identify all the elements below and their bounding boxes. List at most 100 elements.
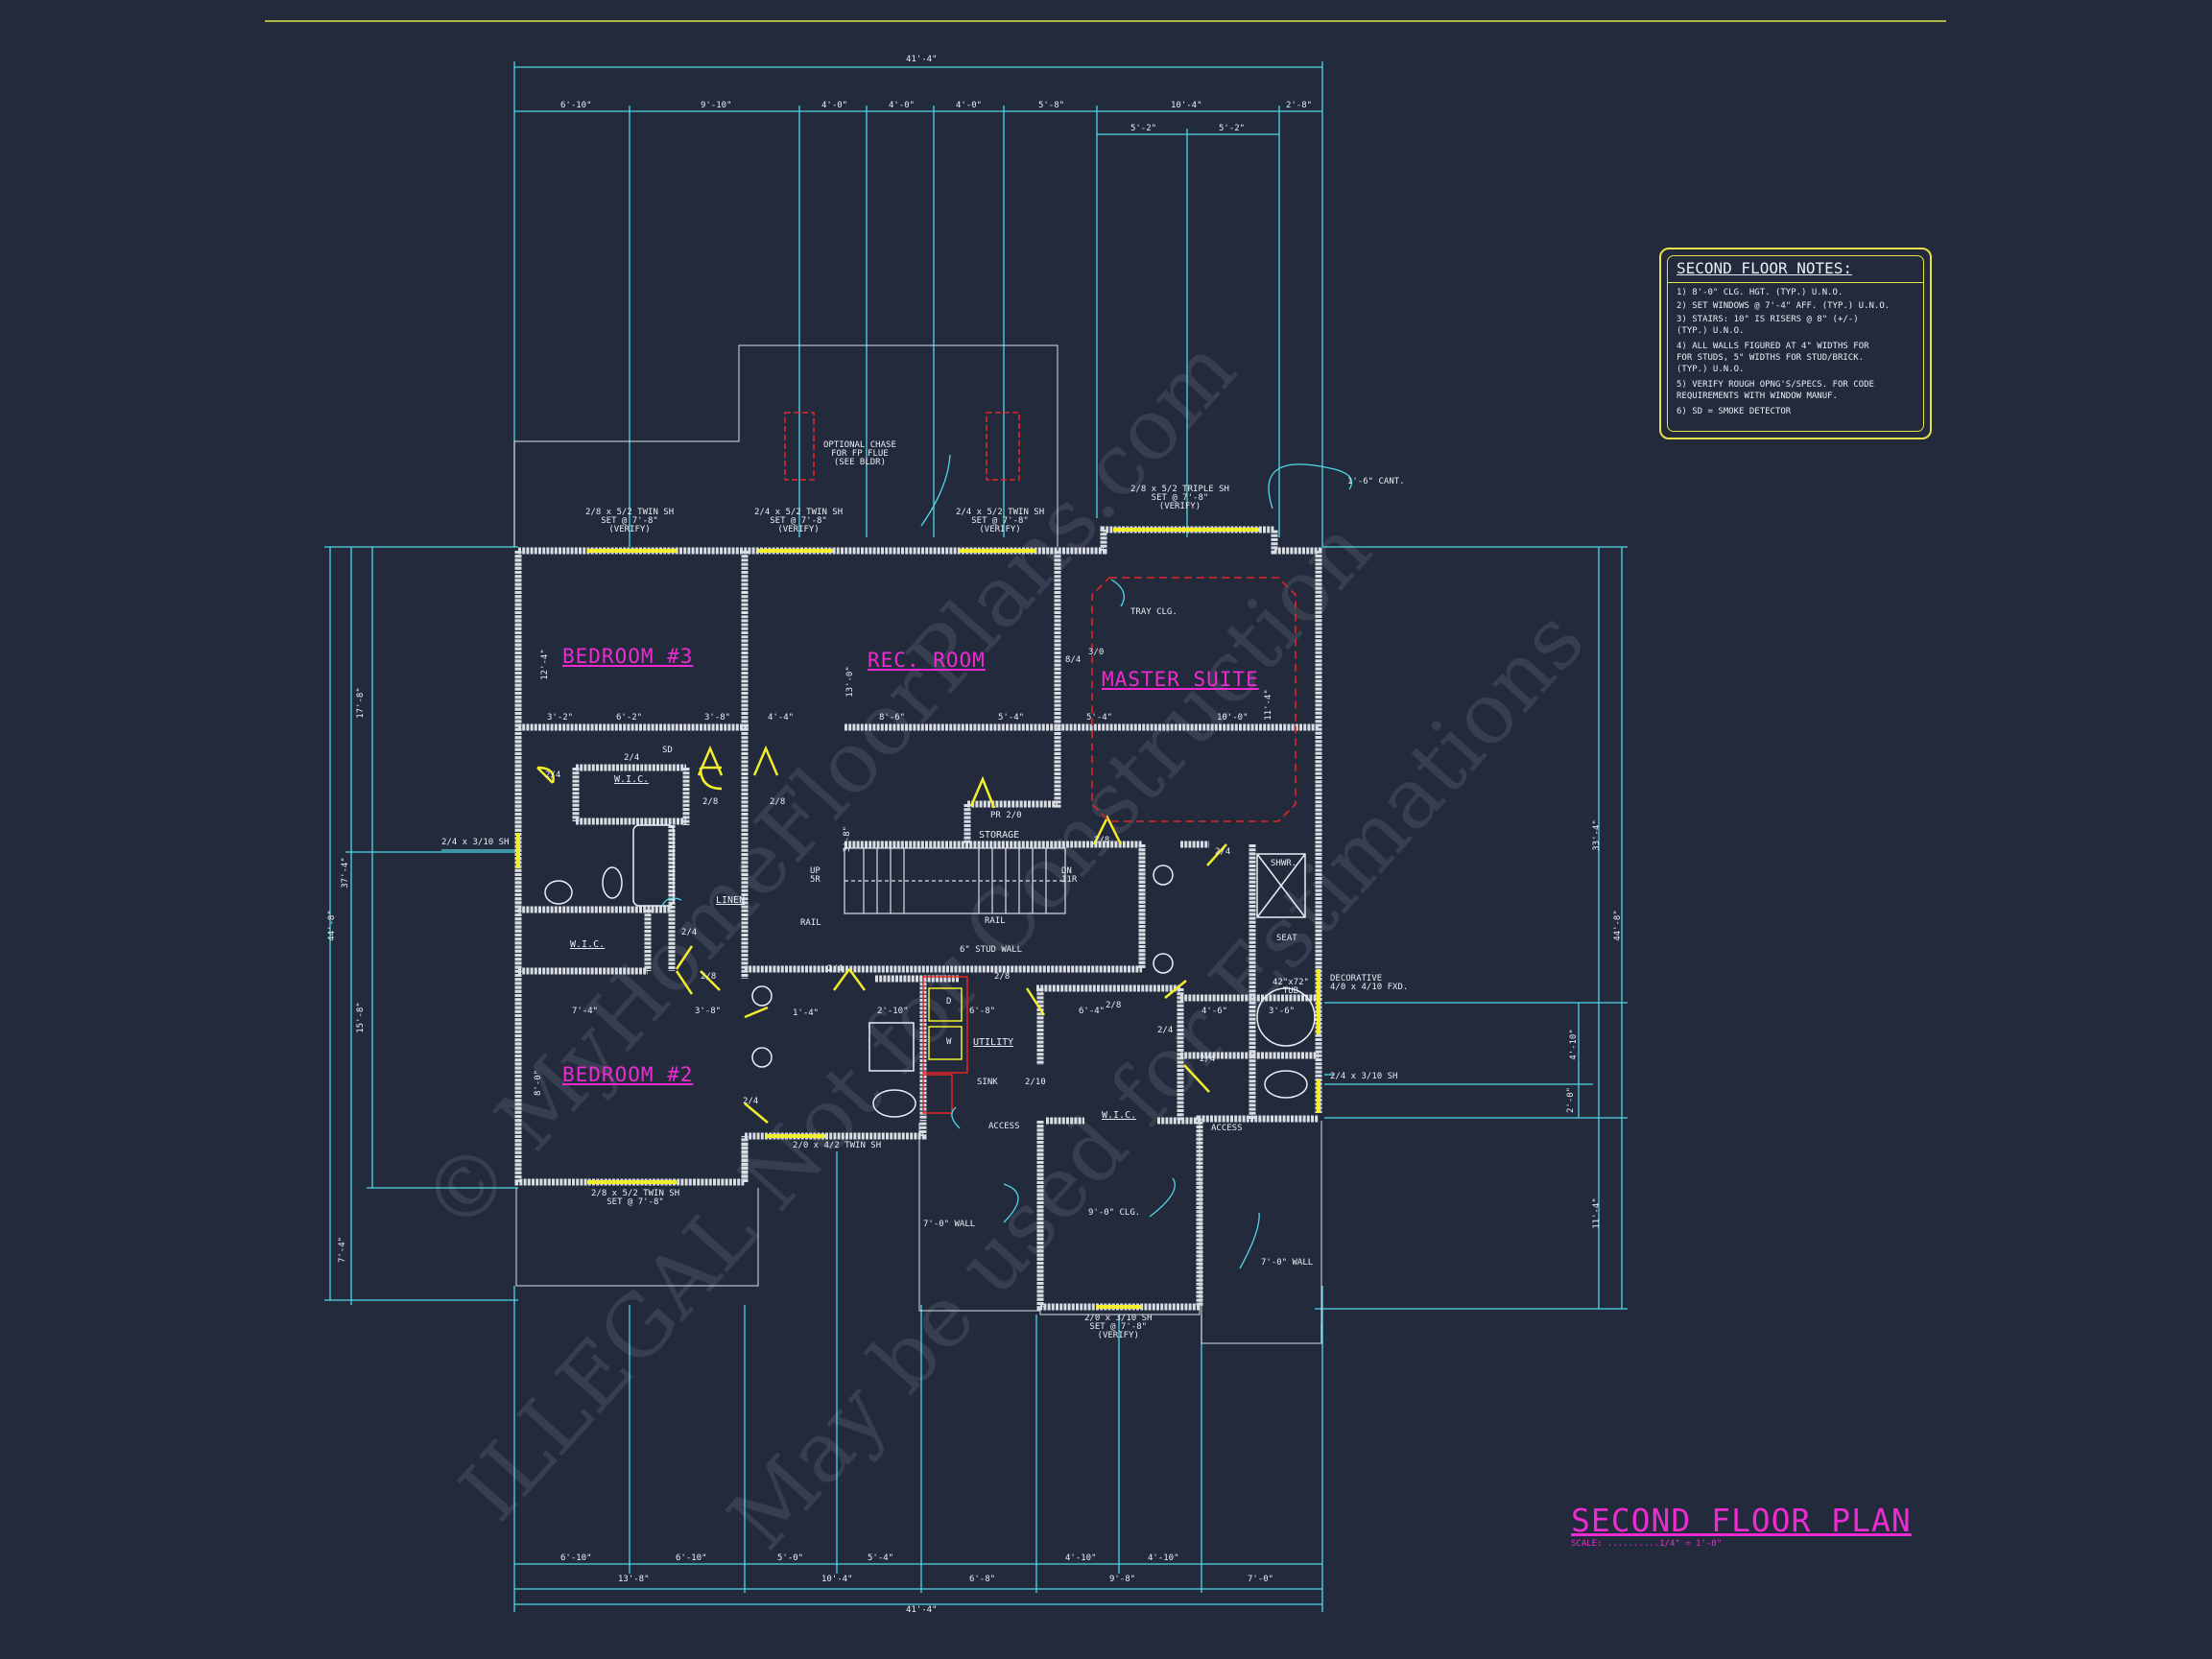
- room-rec-room: REC. ROOM: [868, 649, 986, 672]
- notes-title: SECOND FLOOR NOTES:: [1677, 259, 1853, 277]
- dim-top-0: 6'-10": [560, 101, 592, 110]
- interior-dim-7: 10'-0": [1217, 713, 1249, 723]
- doors: [536, 745, 1227, 1124]
- interior-dim-19: 3'-8": [695, 1007, 722, 1016]
- dim-top-5: 5'-8": [1038, 101, 1065, 110]
- dim-bottom-5: 4'-10": [1065, 1553, 1097, 1563]
- callout-rail-2: RAIL: [985, 916, 1006, 926]
- interior-dim-17: 3'-6": [1269, 1007, 1296, 1016]
- room-wic3: W.I.C.: [1102, 1110, 1137, 1121]
- plan-scale: SCALE: ..........1/4" = 1'-0": [1571, 1539, 1723, 1549]
- walls: [514, 526, 1322, 1311]
- dim-top-2: 4'-0": [821, 101, 848, 110]
- dim-bottom-sub-2: 9'-8": [1109, 1575, 1136, 1584]
- door-label-12: 2/10: [1025, 1078, 1046, 1087]
- room-wic1: W.I.C.: [614, 774, 650, 785]
- dim-right-overall: 44'-8": [1612, 910, 1623, 941]
- room-bedroom3: BEDROOM #3: [562, 645, 694, 668]
- dim-right-2: 2'-0": [1566, 1086, 1577, 1114]
- interior-dim-4: 8'-6": [879, 713, 906, 723]
- note-item-9: 6) SD = SMOKE DETECTOR: [1677, 407, 1792, 416]
- interior-dim-18: 7'-4": [572, 1007, 599, 1016]
- dim-top-overall: 41'-4": [906, 55, 938, 64]
- note-item-1: 2) SET WINDOWS @ 7'-4" AFF. (TYP.) U.N.O…: [1677, 301, 1891, 311]
- dim-bottom-7: 7'-0": [1248, 1575, 1274, 1584]
- interior-dim-15: 6'-4": [1079, 1007, 1106, 1016]
- interior-dim-13: 2'-10": [877, 1007, 909, 1016]
- door-label-2: 2/8: [702, 797, 719, 807]
- note-item-8: REQUIREMENTS WITH WINDOW MANUF.: [1677, 391, 1838, 401]
- note-item-2: 3) STAIRS: 10" IS RISERS @ 8" (+/-): [1677, 315, 1859, 324]
- interior-dim-11: 3'-8": [843, 825, 853, 853]
- plan-title: SECOND FLOOR PLAN: [1571, 1502, 1912, 1539]
- callout-window-left: 2/4 x 3/10 SH: [441, 838, 510, 847]
- interior-dim-2: 3'-8": [704, 713, 731, 723]
- chase-outlines: [784, 412, 1020, 481]
- room-linen: LINEN: [716, 895, 746, 906]
- interior-dim-3: 4'-4": [768, 713, 795, 723]
- door-label-3: 2/8: [770, 797, 786, 807]
- callout-window-bath: 2/0 x 4/2 TWIN SH: [793, 1141, 882, 1150]
- interior-dim-12: 1'-4": [793, 1008, 820, 1018]
- door-label-7: 2/4: [681, 928, 698, 937]
- windows: [516, 528, 1320, 1309]
- dim-top-sub-0: 5'-2": [1130, 124, 1157, 133]
- dim-top-7: 2'-8": [1286, 101, 1313, 110]
- note-item-4: 4) ALL WALLS FIGURED AT 4" WIDTHS FOR: [1677, 342, 1869, 351]
- interior-dim-10: 11'-4": [1263, 689, 1273, 721]
- dim-top-1: 9'-10": [701, 101, 732, 110]
- door-label-10: 2/8: [1106, 1001, 1122, 1010]
- interior-dim-14: 6'-8": [969, 1007, 996, 1016]
- interior-dim-0: 3'-2": [547, 713, 574, 723]
- dim-bottom-overall: 41'-4": [906, 1605, 938, 1615]
- notes-divider: [1667, 282, 1924, 283]
- door-label-15: 8/4: [1065, 655, 1082, 665]
- door-label-14: 2/4: [743, 1097, 759, 1106]
- dim-left-1: 37'-4": [340, 857, 350, 889]
- callout-pantry: PR 2/0: [990, 811, 1022, 820]
- callout-sink: SINK: [977, 1078, 998, 1087]
- callout-window-right: 2/4 x 3/10 SH: [1330, 1072, 1398, 1081]
- door-label-4: 2/8: [1094, 836, 1110, 845]
- roof-outline: [513, 344, 1322, 1344]
- door-label-0: 2/4: [624, 753, 640, 763]
- callout-wall-right: 7'-0" WALL: [1261, 1258, 1314, 1268]
- dim-bottom-6: 4'-10": [1148, 1553, 1179, 1563]
- interior-dim-1: 6'-2": [616, 713, 643, 723]
- callout-cant: 1'-6" CANT.: [1347, 477, 1405, 486]
- dim-left-3: 7'-4": [338, 1236, 348, 1264]
- dim-left-0: 17'-8": [355, 687, 366, 719]
- callout-access-2: ACCESS: [1211, 1124, 1243, 1133]
- interior-dim-16: 4'-6": [1201, 1007, 1228, 1016]
- notes-inner-border: [1667, 255, 1924, 432]
- callout-tray: TRAY CLG.: [1130, 607, 1177, 617]
- dim-bottom-1: 6'-10": [676, 1553, 707, 1563]
- dim-right-1: 4'-10": [1568, 1029, 1579, 1060]
- callout-stud-wall: 6" STUD WALL: [960, 945, 1023, 955]
- callout-shower: SHWR.: [1271, 859, 1297, 868]
- dim-left-2: 15'-8": [355, 1002, 366, 1033]
- note-item-0: 1) 8'-0" CLG. HGT. (TYP.) U.N.O.: [1677, 288, 1843, 297]
- note-item-3: (TYP.) U.N.O.: [1677, 326, 1745, 336]
- dim-bottom-2: 5'-0": [777, 1553, 804, 1563]
- room-bedroom2: BEDROOM #2: [562, 1063, 694, 1086]
- interior-dim-20: 8'-0": [534, 1069, 544, 1097]
- dim-top-sub-1: 5'-2": [1219, 124, 1246, 133]
- callout-wall-left: 7'-0" WALL: [923, 1220, 976, 1229]
- room-utility: UTILITY: [973, 1037, 1014, 1048]
- door-label-9: 2/4: [827, 964, 844, 974]
- dim-left-overall: 44'-8": [326, 910, 337, 941]
- dim-bottom-3: 5'-4": [868, 1553, 894, 1563]
- dim-bottom-4: 6'-8": [969, 1575, 996, 1584]
